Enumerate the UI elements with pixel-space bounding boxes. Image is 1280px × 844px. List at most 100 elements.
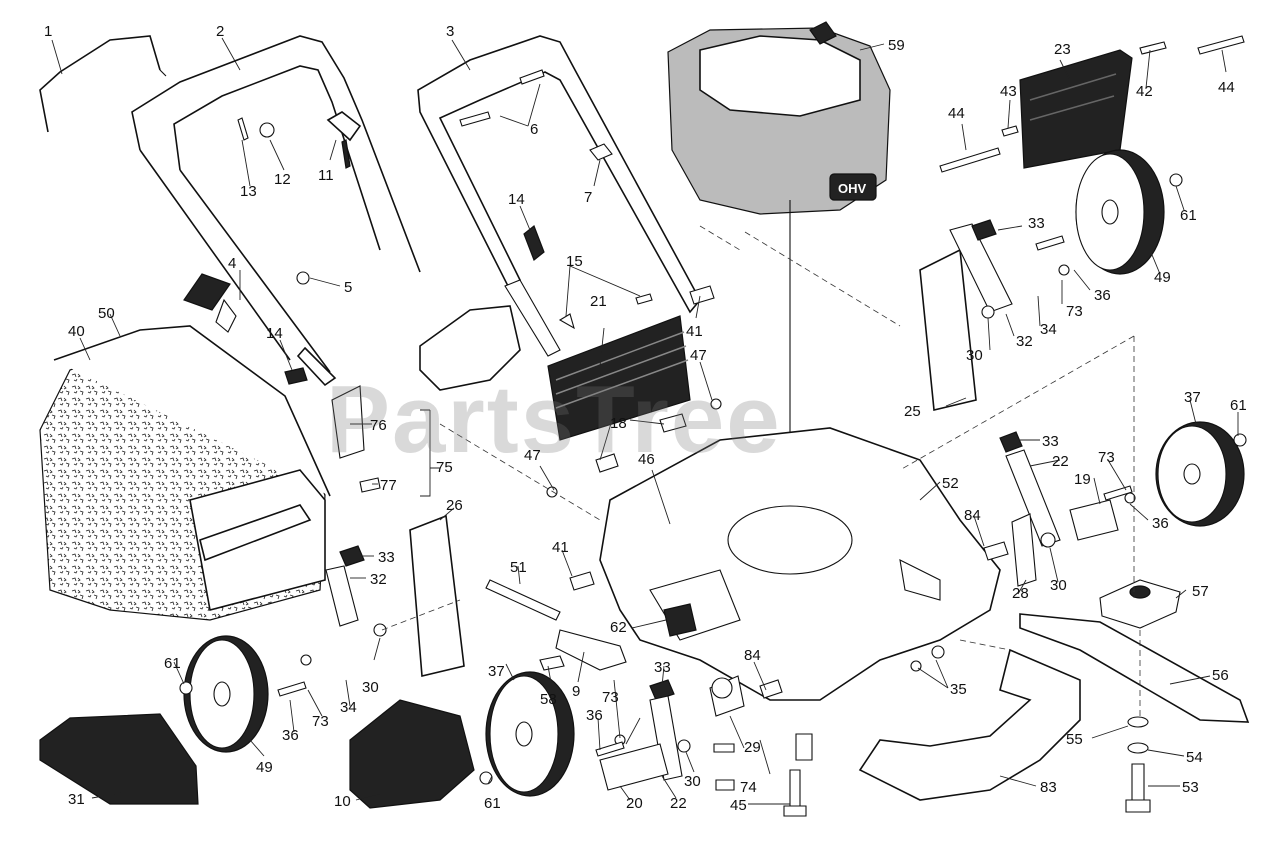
callout-labels: 1 2 3 4 5 6 7 9 10 11 12 13 14 14 15 18 … (44, 23, 1247, 814)
callout-37a: 37 (1184, 389, 1201, 406)
rear-guard-part-31 (39, 713, 199, 805)
callout-30b: 30 (1050, 577, 1067, 594)
callout-84b: 84 (744, 647, 761, 664)
callout-29: 29 (744, 739, 761, 756)
callout-6: 6 (530, 121, 538, 138)
rear-wheel-part-49-upper (1075, 149, 1165, 275)
callout-33d: 33 (654, 659, 671, 676)
leader-lines (51, 37, 1239, 805)
bracket-part-19 (1069, 499, 1119, 541)
callout-75: 75 (436, 459, 453, 476)
callout-14a: 14 (508, 191, 525, 208)
handle-lever-part-4 (183, 273, 237, 333)
watermark: PartsTree (326, 366, 782, 473)
height-bracket-part-26 (409, 514, 465, 677)
callout-35: 35 (950, 681, 967, 698)
bracket-part-29 (709, 675, 745, 717)
callout-22b: 22 (670, 795, 687, 812)
callout-30d: 30 (684, 773, 701, 790)
callout-10: 10 (334, 793, 351, 810)
callout-62: 62 (610, 619, 627, 636)
height-lever-part-32-lower (325, 565, 359, 627)
blade-washers-parts-54-55 (1127, 716, 1149, 754)
callout-25: 25 (904, 403, 921, 420)
callout-5: 5 (344, 279, 352, 296)
bolt-part-13 (237, 117, 249, 141)
callout-54: 54 (1186, 749, 1203, 766)
spring-part-58 (539, 655, 565, 671)
callout-43: 43 (1000, 83, 1017, 100)
callout-49b: 49 (256, 759, 273, 776)
bolt-part-6 (459, 69, 545, 127)
callout-31: 31 (68, 791, 85, 808)
rear-door-part-23 (1019, 49, 1133, 169)
callout-61b: 61 (1230, 397, 1247, 414)
knob-part-12 (259, 122, 275, 138)
lower-handle-part-3 (417, 35, 701, 357)
callout-50: 50 (98, 305, 115, 322)
blade-part-56 (1019, 613, 1250, 723)
callout-58: 58 (540, 691, 557, 708)
wire-rod-part-1 (39, 35, 167, 133)
callout-33a: 33 (1028, 215, 1045, 232)
cable-clip-part-7 (589, 143, 613, 161)
washer-part-5 (296, 271, 310, 285)
callout-61d: 61 (484, 795, 501, 812)
callout-19: 19 (1074, 471, 1091, 488)
hinge-bracket-part-76 (331, 385, 365, 459)
bag-frame-part-50 (189, 469, 326, 611)
callout-40: 40 (68, 323, 85, 340)
upper-handle-part-2 (131, 35, 421, 387)
callout-7: 7 (584, 189, 592, 206)
callout-11: 11 (318, 167, 334, 184)
callout-42: 42 (1136, 83, 1153, 100)
callout-84a: 84 (964, 507, 981, 524)
callout-26: 26 (446, 497, 463, 514)
mower-deck-part-52 (599, 427, 1001, 701)
callout-59: 59 (888, 37, 905, 54)
callout-45: 45 (730, 797, 747, 814)
front-cover-part-10 (349, 699, 475, 809)
axle-bracket-part-20 (599, 743, 669, 791)
blade-bolt-part-53 (1125, 763, 1151, 813)
height-lever-part-9 (555, 629, 627, 671)
callout-32a: 32 (1016, 333, 1033, 350)
callout-36d: 36 (586, 707, 603, 724)
callout-37b: 37 (488, 663, 505, 680)
callout-36b: 36 (1152, 515, 1169, 532)
callout-3: 3 (446, 23, 454, 40)
baffle-part-62 (663, 603, 697, 637)
callout-47b: 47 (524, 447, 541, 464)
handle-knob-part-33-set (339, 219, 1023, 701)
rear-flap-part-21 (547, 315, 691, 441)
callout-2: 2 (216, 23, 224, 40)
callout-41a: 41 (686, 323, 703, 340)
callout-36c: 36 (282, 727, 299, 744)
callout-13: 13 (240, 183, 257, 200)
blade-adapter-part-57 (1099, 579, 1181, 629)
callout-73c: 73 (312, 713, 329, 730)
bracket-part-28 (1011, 513, 1037, 587)
callout-47a: 47 (690, 347, 707, 364)
callout-51: 51 (510, 559, 527, 576)
callout-36a: 36 (1094, 287, 1111, 304)
callout-15: 15 (566, 253, 583, 270)
axle-rod-part-51 (485, 579, 561, 621)
callout-30a: 30 (966, 347, 983, 364)
chute-panel (419, 305, 521, 391)
callout-77: 77 (380, 477, 397, 494)
callout-56: 56 (1212, 667, 1229, 684)
screw-part-77 (359, 477, 381, 493)
callout-22a: 22 (1052, 453, 1069, 470)
bolt-part-45 (783, 769, 807, 817)
callout-33c: 33 (378, 549, 395, 566)
callout-44b: 44 (1218, 79, 1235, 96)
callout-41b: 41 (552, 539, 569, 556)
alignment-lines (381, 225, 1141, 720)
callout-73b: 73 (1098, 449, 1115, 466)
callout-83: 83 (1040, 779, 1057, 796)
callout-34b: 34 (340, 699, 357, 716)
callout-32b: 32 (370, 571, 387, 588)
engine-part-59: OHV (667, 21, 891, 540)
